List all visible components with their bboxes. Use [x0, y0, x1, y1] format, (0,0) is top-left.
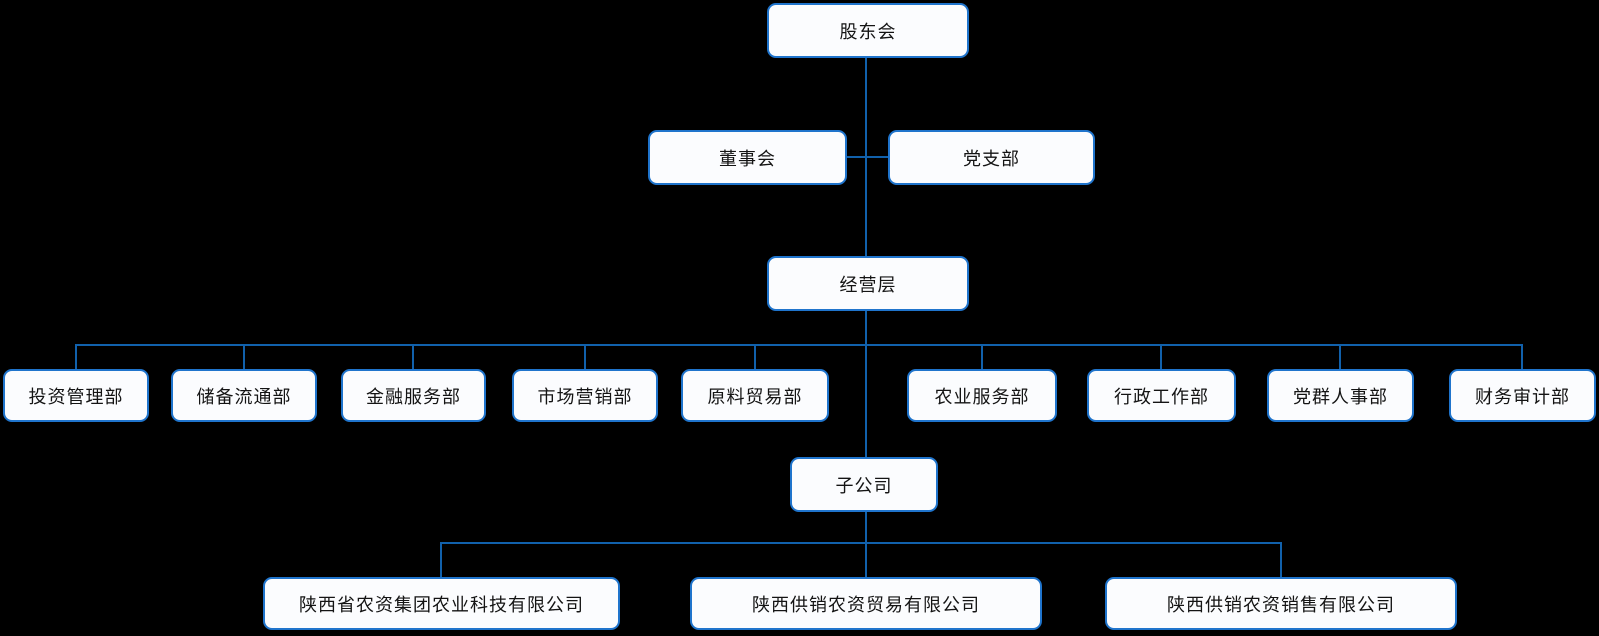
- node-subsidiaries: 子公司: [790, 457, 938, 512]
- node-dept-reserve-circulation: 储备流通部: [171, 369, 317, 422]
- connector-drop-dept-6: [981, 344, 983, 369]
- connector-management-to-subsidiaries: [865, 311, 867, 457]
- connector-subsidiaries-to-companies: [865, 512, 867, 577]
- connector-drop-dept-7: [1160, 344, 1162, 369]
- node-dept-party-personnel: 党群人事部: [1267, 369, 1414, 422]
- connector-drop-company-3: [1280, 542, 1282, 577]
- connector-drop-dept-9: [1521, 344, 1523, 369]
- node-board: 董事会: [648, 130, 847, 185]
- connector-board-party: [847, 156, 888, 158]
- node-dept-agricultural-services: 农业服务部: [907, 369, 1057, 422]
- node-dept-marketing: 市场营销部: [512, 369, 658, 422]
- node-company-agritech: 陕西省农资集团农业科技有限公司: [263, 577, 620, 630]
- connector-company-bus: [441, 542, 1282, 544]
- node-management: 经营层: [767, 256, 969, 311]
- connector-drop-dept-1: [75, 344, 77, 369]
- node-shareholders: 股东会: [767, 3, 969, 58]
- connector-department-bus: [76, 344, 1523, 346]
- connector-drop-dept-8: [1339, 344, 1341, 369]
- connector-drop-dept-5: [754, 344, 756, 369]
- connector-drop-dept-3: [412, 344, 414, 369]
- node-dept-raw-material-trade: 原料贸易部: [681, 369, 829, 422]
- node-dept-financial-audit: 财务审计部: [1449, 369, 1596, 422]
- node-dept-financial-services: 金融服务部: [341, 369, 486, 422]
- node-dept-investment: 投资管理部: [3, 369, 149, 422]
- connector-drop-dept-2: [243, 344, 245, 369]
- connector-drop-dept-4: [584, 344, 586, 369]
- node-company-trade: 陕西供销农资贸易有限公司: [690, 577, 1042, 630]
- connector-drop-company-1: [440, 542, 442, 577]
- node-dept-administrative-work: 行政工作部: [1087, 369, 1236, 422]
- node-party-branch: 党支部: [888, 130, 1095, 185]
- node-company-sales: 陕西供销农资销售有限公司: [1105, 577, 1457, 630]
